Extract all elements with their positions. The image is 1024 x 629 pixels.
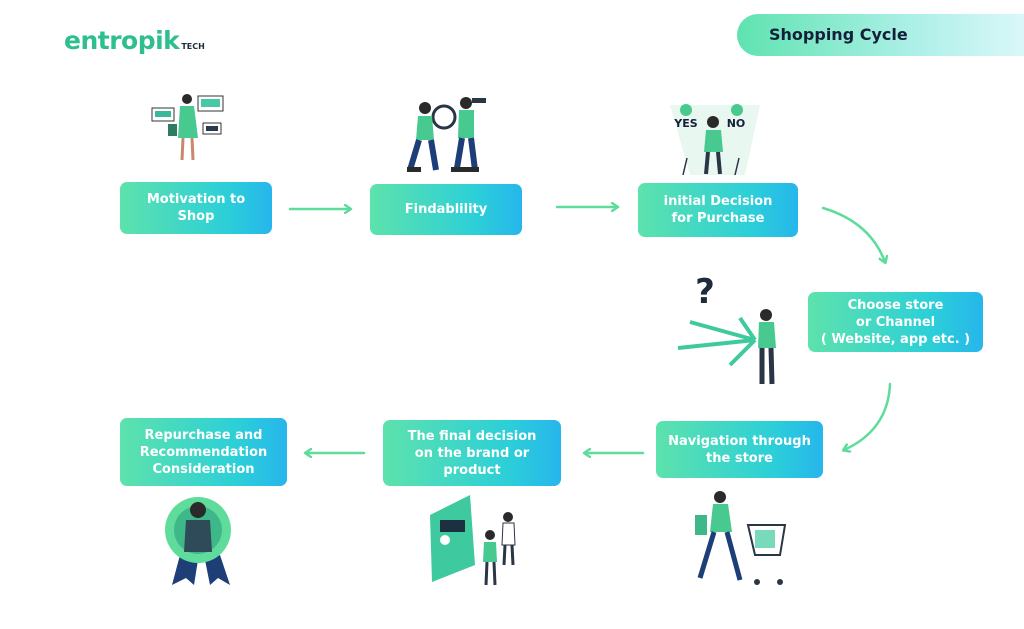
step-label: Choose store or Channel ( Website, app e… xyxy=(820,297,971,347)
step-label: Repurchase and Recommendation Considerat… xyxy=(139,427,268,477)
step-label: Findablility xyxy=(404,202,488,217)
flow-arrows xyxy=(288,206,892,453)
logo-suffix: TECH xyxy=(181,42,205,51)
step-label: Motivation to Shop xyxy=(146,192,246,224)
step-label: Navigation through the store xyxy=(668,433,811,466)
step-label: initial Decision for Purchase xyxy=(663,194,773,226)
step-final-decision: The final decision on the brand or produ… xyxy=(383,420,561,486)
arrow-4-to-5 xyxy=(844,382,892,450)
yes-sign: YES xyxy=(673,117,697,130)
logo-wordmark: entropik xyxy=(64,26,180,55)
step-motivation-to-shop: Motivation to Shop xyxy=(120,182,272,234)
question-mark: ? xyxy=(695,272,715,312)
step-label: The final decision on the brand or produ… xyxy=(407,428,537,478)
arrow-3-to-4 xyxy=(821,206,885,262)
channel-illustration: ? xyxy=(677,272,776,385)
findability-illustration xyxy=(407,97,486,172)
step-initial-decision: initial Decision for Purchase xyxy=(638,183,798,237)
title-banner: Shopping Cycle xyxy=(737,14,1024,56)
step-findability: Findablility xyxy=(370,184,522,235)
cart-illustration xyxy=(695,491,787,585)
decision-illustration: YES NO xyxy=(670,104,760,176)
step-choose-store: Choose store or Channel ( Website, app e… xyxy=(808,292,983,352)
no-sign: NO xyxy=(727,117,746,130)
entropik-logo: entropik TECH xyxy=(64,26,205,55)
page-title: Shopping Cycle xyxy=(769,25,908,44)
step-repurchase: Repurchase and Recommendation Considerat… xyxy=(120,418,287,486)
step-navigation: Navigation through the store xyxy=(656,421,823,478)
shopper-illustration xyxy=(151,94,224,161)
award-illustration xyxy=(165,497,231,585)
product-illustration xyxy=(430,495,516,586)
